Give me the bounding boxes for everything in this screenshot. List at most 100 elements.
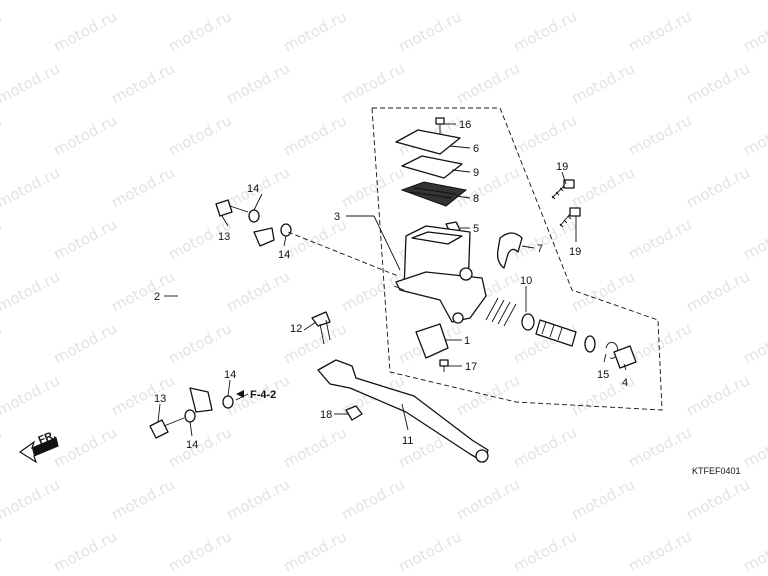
watermark-text: motod.ru xyxy=(510,111,579,159)
pivot-bolt-part xyxy=(311,311,331,345)
watermark-text: motod.ru xyxy=(50,423,119,471)
watermark-text: motod.ru xyxy=(338,0,407,4)
callout-9: 9 xyxy=(473,167,479,179)
watermark-text: motod.ru xyxy=(0,163,63,211)
watermark-text: motod.ru xyxy=(683,59,752,107)
watermark-text: motod.ru xyxy=(740,111,768,159)
front-direction-arrow xyxy=(18,437,59,464)
watermark-text: motod.ru xyxy=(0,423,5,471)
watermark-text: motod.ru xyxy=(568,59,637,107)
callout-14-upper-right: 14 xyxy=(278,249,290,261)
brake-switch-part xyxy=(415,323,449,359)
watermark-text: motod.ru xyxy=(510,7,579,55)
watermark-text: motod.ru xyxy=(453,0,522,4)
callout-labels: 16 6 9 8 3 5 7 19 19 10 14 13 14 2 12 1 … xyxy=(154,119,628,451)
diaphragm-part xyxy=(400,181,468,207)
callout-14-lower-left: 14 xyxy=(186,439,198,451)
callout-6: 6 xyxy=(473,143,479,155)
watermark-text: motod.ru xyxy=(568,0,637,4)
callout-10: 10 xyxy=(520,275,532,287)
watermark-text: motod.ru xyxy=(338,59,407,107)
watermark-text: motod.ru xyxy=(223,267,292,315)
callout-3: 3 xyxy=(334,211,340,223)
watermark-text: motod.ru xyxy=(740,527,768,575)
pivot-nut-part xyxy=(345,405,363,421)
callout-14-upper-left: 14 xyxy=(247,183,259,195)
watermark-text: motod.ru xyxy=(625,527,694,575)
brake-lever-part xyxy=(317,359,489,463)
watermark-text: motod.ru xyxy=(50,215,119,263)
watermark-text: motod.ru xyxy=(568,475,637,523)
watermark-text: motod.ru xyxy=(683,267,752,315)
dust-boot-part xyxy=(613,345,637,369)
callout-4: 4 xyxy=(622,377,628,389)
watermark-text: motod.ru xyxy=(395,527,464,575)
watermark-text: motod.ru xyxy=(338,475,407,523)
watermark-text: motod.ru xyxy=(740,215,768,263)
watermark-text: motod.ru xyxy=(0,371,63,419)
watermark-text: motod.ru xyxy=(165,111,234,159)
clamp-bolt-lower xyxy=(559,207,581,228)
watermark-text: motod.ru xyxy=(0,319,5,367)
leader-lines xyxy=(157,123,627,437)
watermark-text: motod.ru xyxy=(280,423,349,471)
watermark-text: motod.ru xyxy=(740,423,768,471)
watermark-text: motod.ru xyxy=(453,371,522,419)
switch-screw-part xyxy=(439,359,449,372)
callout-11: 11 xyxy=(402,435,413,447)
reference-label: F-4-2 xyxy=(250,389,276,401)
watermark-text: motod.ru xyxy=(223,0,292,4)
holder-clamp-part xyxy=(496,232,523,269)
watermark-text: motod.ru xyxy=(510,423,579,471)
callout-2: 2 xyxy=(154,291,160,303)
watermark-text: motod.ru xyxy=(165,7,234,55)
callout-8: 8 xyxy=(473,193,479,205)
callout-12: 12 xyxy=(290,323,302,335)
watermark-text: motod.ru xyxy=(740,7,768,55)
watermark-text: motod.ru xyxy=(510,527,579,575)
watermark-text: motod.ru xyxy=(165,527,234,575)
watermark-text: motod.ru xyxy=(683,475,752,523)
watermark-text: motod.ru xyxy=(0,267,63,315)
watermark-text: motod.ru xyxy=(0,7,5,55)
callout-19-upper: 19 xyxy=(556,161,568,173)
watermark-text: motod.ru xyxy=(223,59,292,107)
brake-hose-part xyxy=(173,227,275,413)
callout-13-upper: 13 xyxy=(218,231,230,243)
watermark-text: motod.ru xyxy=(625,423,694,471)
callout-17: 17 xyxy=(465,361,477,373)
watermark-text: motod.ru xyxy=(108,267,177,315)
watermark-text: motod.ru xyxy=(568,267,637,315)
piston-set-part xyxy=(485,297,596,353)
clamp-bolt-upper xyxy=(551,179,575,200)
watermark-text: motod.ru xyxy=(50,111,119,159)
callout-15: 15 xyxy=(597,369,609,381)
master-cylinder-body xyxy=(393,225,487,324)
watermark-text: motod.ru xyxy=(625,7,694,55)
watermark-text: motod.ru xyxy=(453,475,522,523)
callout-7: 7 xyxy=(537,243,543,255)
callout-18: 18 xyxy=(320,409,332,421)
watermark-text: motod.ru xyxy=(568,163,637,211)
watermark-text: motod.ru xyxy=(108,163,177,211)
watermark-text: motod.ru xyxy=(50,527,119,575)
callout-1: 1 xyxy=(464,335,470,347)
watermark-text: motod.ru xyxy=(108,475,177,523)
watermark-text: motod.ru xyxy=(108,59,177,107)
watermark-text: motod.ru xyxy=(338,163,407,211)
watermark-text: motod.ru xyxy=(0,527,5,575)
watermark-text: motod.ru xyxy=(223,475,292,523)
diaphragm-plate-part xyxy=(401,155,463,179)
callout-14-lower-right: 14 xyxy=(224,369,236,381)
watermark-text: motod.ru xyxy=(0,475,63,523)
watermark-text: motod.ru xyxy=(453,163,522,211)
watermark-text: motod.ru xyxy=(625,215,694,263)
watermark-text: motod.ru xyxy=(0,59,63,107)
reservoir-cap-part xyxy=(395,129,461,155)
watermark-text: motod.ru xyxy=(280,7,349,55)
callout-19-lower: 19 xyxy=(569,246,581,258)
watermark-text: motod.ru xyxy=(165,423,234,471)
watermark-text: motod.ru xyxy=(50,7,119,55)
